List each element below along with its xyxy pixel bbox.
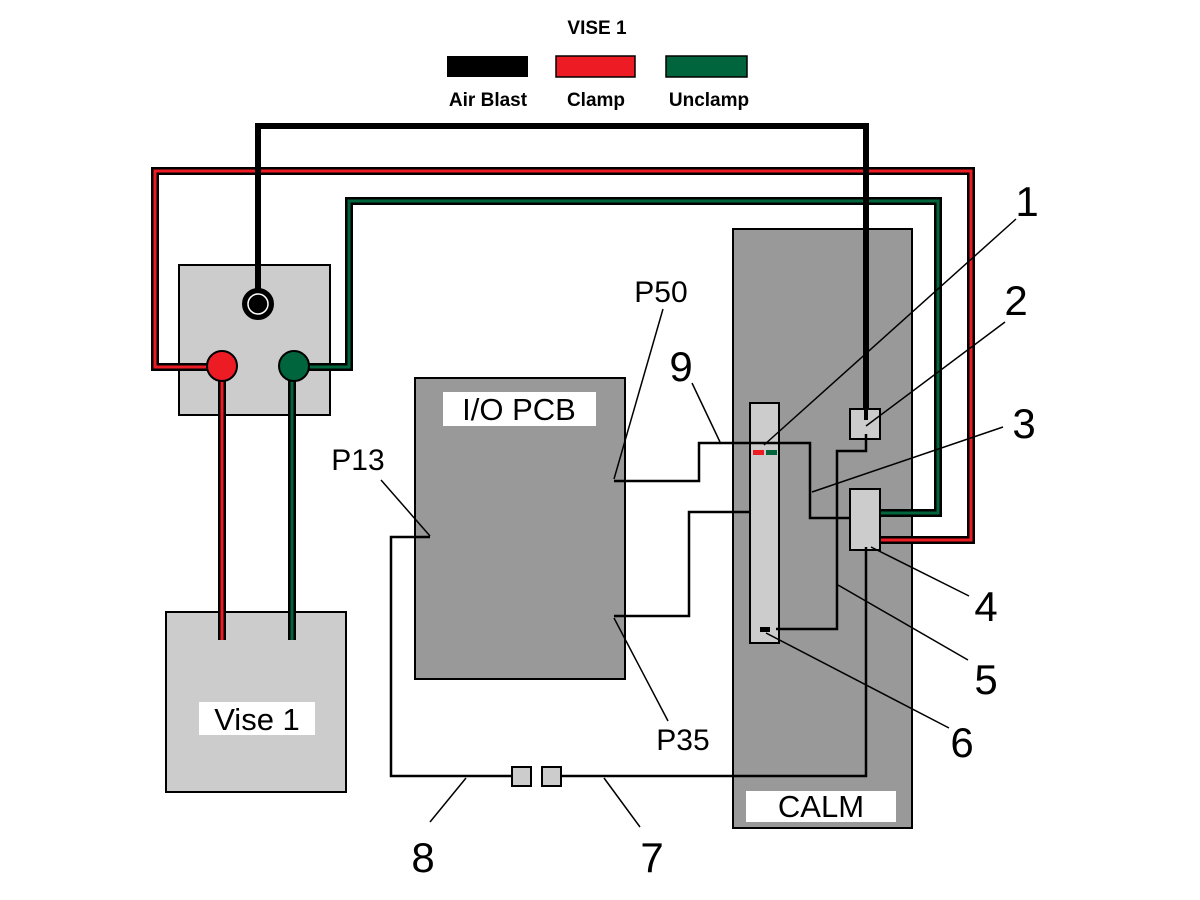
calm-unclamp-indicator	[766, 450, 777, 455]
cable-connector-to-calm	[561, 547, 868, 778]
legend-label-clamp: Clamp	[567, 90, 625, 111]
cable-p13-to-connector	[389, 535, 512, 778]
io-pcb-label-bg	[443, 392, 596, 426]
legend-title: VISE 1	[567, 18, 627, 39]
leader-5	[837, 584, 969, 661]
callout-9: 9	[669, 343, 692, 390]
callout-4: 4	[974, 583, 997, 630]
port-label-p50: P50	[634, 276, 687, 309]
callout-6: 6	[950, 719, 973, 766]
leader-lines	[380, 218, 1017, 828]
callout-1: 1	[1015, 178, 1038, 225]
clamp-hose	[153, 169, 973, 542]
calm-pcb-strip	[749, 402, 780, 644]
clamp-port	[206, 350, 238, 382]
callout-8: 8	[411, 834, 434, 881]
calm-label-bg	[746, 791, 896, 822]
io-pcb-label: I/O PCB	[462, 392, 576, 427]
legend: VISE 1 Air Blast Clamp Unclamp	[447, 18, 749, 111]
leader-8	[429, 777, 467, 823]
leader-6	[765, 632, 950, 729]
air-blast-port	[242, 288, 274, 320]
cable-p35	[614, 510, 750, 618]
leader-p35	[613, 617, 669, 722]
legend-swatch-air-blast	[447, 56, 528, 77]
calm-pcb-connector-6	[760, 627, 770, 632]
air-blast-hose	[255, 123, 869, 412]
legend-label-air-blast: Air Blast	[449, 90, 528, 111]
cable-p50	[614, 441, 850, 520]
unclamp-hose	[292, 199, 940, 515]
leader-9	[691, 382, 721, 443]
callout-7: 7	[640, 834, 663, 881]
calm-clamp-indicator	[753, 450, 764, 455]
callout-3: 3	[1012, 400, 1035, 447]
io-pcb-board	[414, 377, 626, 680]
leader-4	[870, 546, 970, 597]
leader-3	[811, 426, 1004, 493]
leader-2	[865, 321, 1006, 427]
hose-fills	[153, 169, 973, 640]
cable-air-solenoid	[776, 434, 868, 631]
vise-label-bg	[199, 702, 315, 735]
callout-5: 5	[974, 656, 997, 703]
calm-label: CALM	[778, 789, 864, 824]
cables	[389, 434, 868, 778]
port-label-p13: P13	[331, 444, 384, 477]
inline-connector-right	[541, 766, 562, 787]
inline-connector-left	[511, 766, 532, 787]
valve-block	[178, 264, 331, 416]
leader-p50	[613, 308, 664, 480]
leader-7	[603, 777, 641, 828]
port-label-p35: P35	[656, 724, 709, 757]
vise-label: Vise 1	[214, 702, 300, 737]
legend-swatch-clamp	[555, 55, 636, 78]
clamp-unclamp-solenoid	[849, 488, 881, 551]
legend-label-unclamp: Unclamp	[669, 90, 749, 111]
unclamp-port	[278, 350, 310, 382]
callout-2: 2	[1004, 277, 1027, 324]
legend-swatch-unclamp	[665, 55, 748, 78]
leader-1	[763, 218, 1017, 446]
leader-p13	[380, 479, 431, 537]
